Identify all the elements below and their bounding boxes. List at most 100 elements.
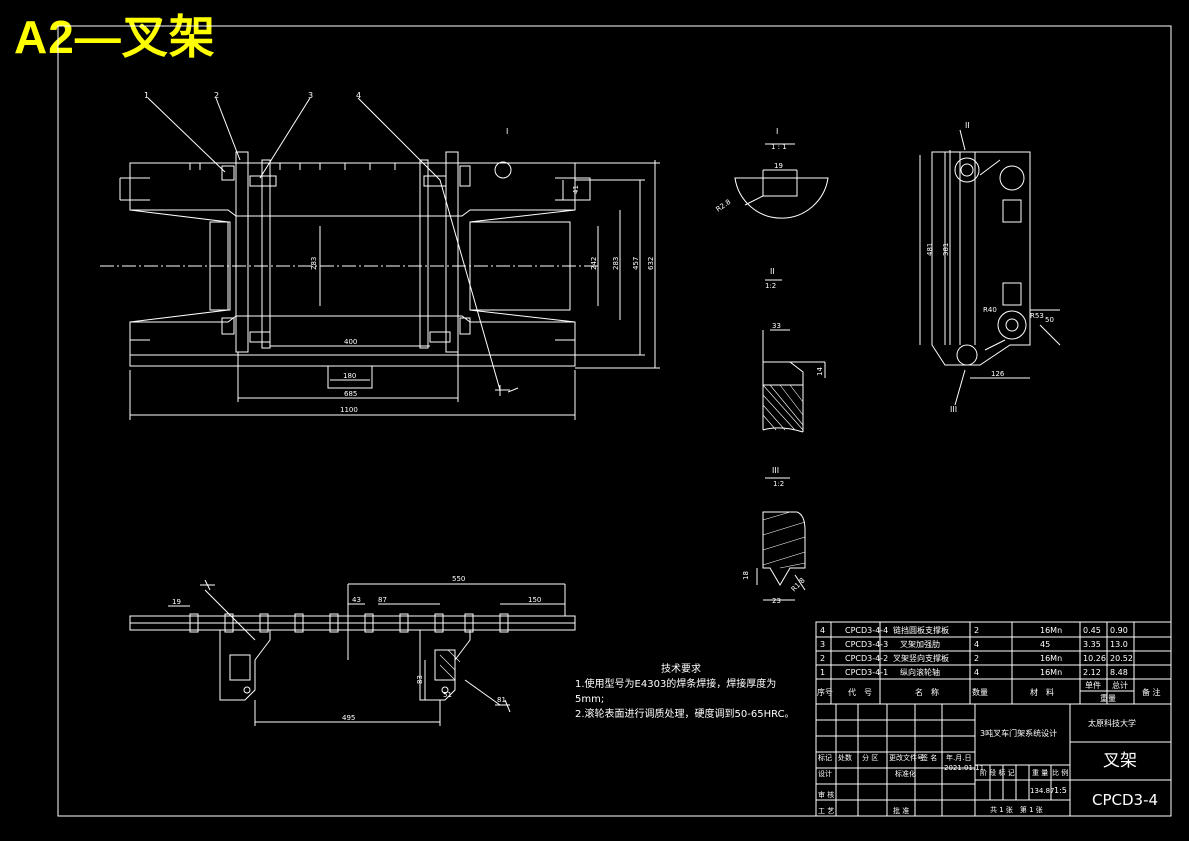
svg-text:20.52: 20.52	[1110, 654, 1133, 663]
svg-text:总计: 总计	[1112, 680, 1128, 690]
svg-text:1: 1	[144, 91, 149, 100]
parts-header: 序号 代 号 名 称 数量 材 料 单件 总计 重量 备 注	[817, 680, 1161, 703]
svg-text:4: 4	[820, 626, 825, 635]
svg-text:180: 180	[343, 372, 356, 380]
svg-text:242: 242	[590, 257, 598, 270]
part-row-3: 3 CPCD3-4-3 叉架加强肋 4 45 3.35 13.0	[820, 639, 1128, 649]
svg-text:13.0: 13.0	[1110, 640, 1128, 649]
svg-text:19: 19	[172, 598, 181, 606]
part-row-1: 1 CPCD3-4-1 纵向滚轮轴 4 16Mn 2.12 8.48	[820, 667, 1128, 677]
svg-text:150: 150	[528, 596, 541, 604]
technical-requirements: 技术要求 1.使用型号为E4303的焊条焊接，焊接厚度为 5mm; 2.滚轮表面…	[575, 662, 795, 722]
svg-text:比 例: 比 例	[1052, 768, 1068, 777]
revision-row: 标记 处数 分 区 更改文件号 签 名 年.月.日	[818, 753, 971, 762]
detail-III	[756, 477, 806, 601]
svg-text:3: 3	[308, 91, 313, 100]
svg-text:381: 381	[942, 243, 950, 256]
svg-text:备 注: 备 注	[1142, 687, 1161, 697]
svg-text:41: 41	[572, 185, 580, 194]
svg-text:处数: 处数	[838, 753, 852, 762]
svg-text:8.48: 8.48	[1110, 668, 1128, 677]
svg-text:51: 51	[443, 691, 452, 699]
side-view	[919, 129, 1061, 406]
svg-text:50: 50	[1045, 316, 1054, 324]
svg-text:重量: 重量	[1100, 693, 1116, 703]
svg-text:4: 4	[356, 91, 361, 100]
svg-text:1 : 1: 1 : 1	[771, 143, 787, 151]
tech-line-1: 1.使用型号为E4303的焊条焊接，焊接厚度为	[575, 679, 777, 690]
svg-text:批 准: 批 准	[893, 806, 909, 815]
title-block-frame	[815, 703, 1172, 817]
tech-line-3: 2.滚轮表面进行调质处理，硬度调到50-65HRC。	[575, 709, 795, 720]
svg-text:2: 2	[820, 654, 825, 663]
svg-text:43: 43	[352, 596, 361, 604]
svg-text:分 区: 分 区	[862, 753, 878, 762]
svg-text:2: 2	[974, 654, 979, 663]
project-name: 3吨叉车门架系统设计	[980, 728, 1057, 738]
drawing-border	[57, 25, 1172, 817]
part-row-4: 4 CPCD3-4-4 链挡圆板支撑板 2 16Mn 0.45 0.90	[820, 625, 1128, 635]
svg-text:I: I	[776, 127, 778, 136]
svg-text:2.12: 2.12	[1083, 668, 1101, 677]
svg-text:叉架竖向支撑板: 叉架竖向支撑板	[893, 653, 949, 663]
svg-text:23: 23	[772, 597, 781, 605]
svg-text:2: 2	[214, 91, 219, 100]
svg-text:2: 2	[974, 626, 979, 635]
svg-text:4: 4	[974, 668, 979, 677]
svg-text:87: 87	[378, 596, 387, 604]
svg-text:4: 4	[974, 640, 979, 649]
svg-text:I: I	[506, 127, 508, 136]
svg-text:18: 18	[742, 571, 750, 580]
svg-text:名 称: 名 称	[915, 687, 939, 697]
svg-text:283: 283	[612, 257, 620, 270]
svg-text:叉架加强肋: 叉架加强肋	[900, 639, 940, 649]
school-name: 太原科技大学	[1088, 718, 1136, 728]
svg-text:共 1 张 第 1 张: 共 1 张 第 1 张	[990, 805, 1043, 814]
svg-text:CPCD3-4-1: CPCD3-4-1	[845, 668, 888, 677]
mass-value: 134.87	[1030, 787, 1055, 795]
svg-text:33: 33	[772, 322, 781, 330]
svg-text:III: III	[772, 466, 779, 475]
svg-text:R2.8: R2.8	[715, 198, 733, 214]
tech-heading: 技术要求	[661, 664, 701, 675]
svg-text:CPCD3-4-4: CPCD3-4-4	[845, 626, 888, 635]
svg-text:400: 400	[344, 338, 357, 346]
svg-text:16Mn: 16Mn	[1040, 668, 1062, 677]
svg-text:1:2: 1:2	[765, 282, 776, 290]
svg-text:457: 457	[632, 257, 640, 270]
svg-text:标记: 标记	[818, 753, 832, 762]
part-row-2: 2 CPCD3-4-2 叉架竖向支撑板 2 16Mn 10.26 20.52	[820, 653, 1133, 663]
svg-text:更改文件号: 更改文件号	[889, 753, 924, 762]
svg-text:年.月.日: 年.月.日	[946, 753, 971, 762]
svg-text:3: 3	[820, 640, 825, 649]
bottom-view	[129, 579, 576, 726]
svg-text:1:2: 1:2	[773, 480, 784, 488]
svg-text:632: 632	[647, 257, 655, 270]
drawing-name: 叉架	[1103, 751, 1137, 771]
svg-text:126: 126	[991, 370, 1005, 378]
svg-text:83: 83	[416, 675, 424, 684]
svg-text:283: 283	[310, 257, 318, 270]
svg-text:10.26: 10.26	[1083, 654, 1106, 663]
tech-line-2: 5mm;	[575, 694, 605, 705]
svg-text:CPCD3-4-3: CPCD3-4-3	[845, 640, 888, 649]
detail-I	[734, 143, 829, 219]
svg-text:CPCD3-4-2: CPCD3-4-2	[845, 654, 888, 663]
svg-text:1: 1	[820, 668, 825, 677]
svg-text:链挡圆板支撑板: 链挡圆板支撑板	[893, 625, 949, 635]
svg-text:R40: R40	[983, 306, 997, 314]
svg-text:R1.8: R1.8	[790, 576, 807, 593]
svg-text:19: 19	[774, 162, 783, 170]
svg-text:16Mn: 16Mn	[1040, 626, 1062, 635]
svg-text:审 核: 审 核	[818, 790, 834, 799]
svg-text:纵向滚轮轴: 纵向滚轮轴	[900, 667, 940, 677]
parts-list: 4 CPCD3-4-4 链挡圆板支撑板 2 16Mn 0.45 0.90 3 C…	[817, 625, 1161, 703]
svg-text:0.90: 0.90	[1110, 626, 1128, 635]
svg-text:1100: 1100	[340, 406, 358, 414]
svg-text:代 号: 代 号	[848, 687, 872, 697]
front-view-labels: 1 2 3 4 I 1100 685 400 180 283 242 283 4…	[144, 91, 655, 414]
title-block: 3吨叉车门架系统设计 太原科技大学 叉架 CPCD3-4 阶 段 标 记 重 量…	[818, 718, 1158, 815]
detail-II	[762, 279, 826, 433]
svg-text:设计: 设计	[818, 769, 832, 778]
